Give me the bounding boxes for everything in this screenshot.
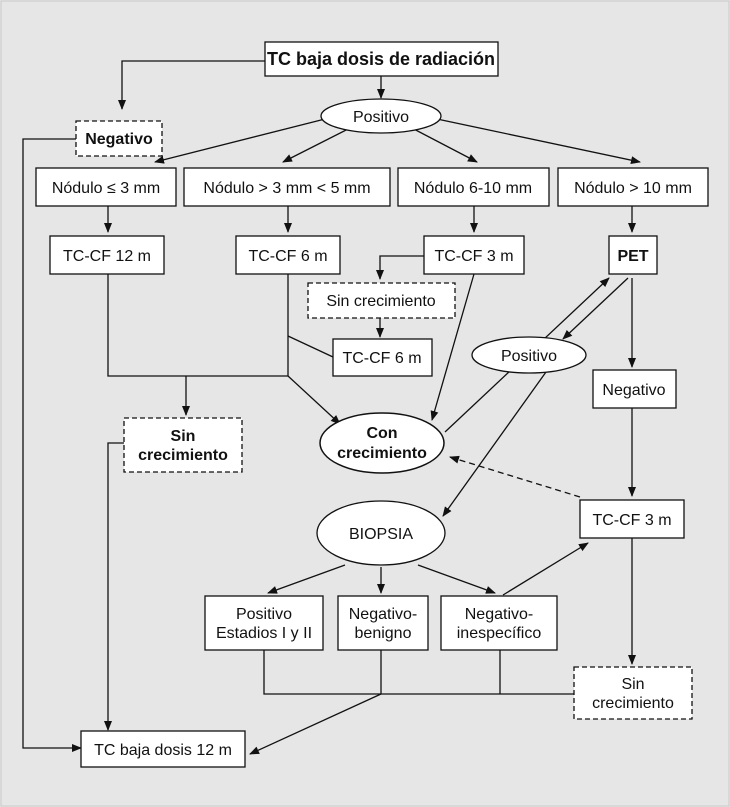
node-tccf-6: TC-CF 6 m	[235, 235, 341, 275]
node-positivo-estadios-line1: Positivo	[236, 606, 292, 623]
node-pet-label: PET	[617, 248, 648, 265]
node-positivo-estadios: Positivo Estadios I y II	[204, 595, 324, 651]
node-tc-baja-dosis-12-label: TC baja dosis 12 m	[94, 742, 232, 759]
node-tccf-12-label: TC-CF 12 m	[63, 248, 151, 265]
arrow-positivo-to-nodulo35	[282, 126, 353, 163]
node-negativo-benigno: Negativo- benigno	[337, 595, 429, 651]
node-tccf-3-b: TC-CF 3 m	[579, 499, 685, 539]
node-tc-baja-dosis-12: TC baja dosis 12 m	[80, 730, 246, 768]
arrow-negativo-to-tc12	[22, 138, 82, 752]
node-positivo-estadios-line2: Estadios I y II	[216, 625, 312, 642]
node-sin-crecimiento-mid-label: Sin crecimiento	[326, 293, 435, 310]
node-sin-crecimiento-left: Sin crecimiento	[123, 417, 243, 473]
node-tccf-6-b-label: TC-CF 6 m	[342, 350, 421, 367]
node-con-crecimiento: Con crecimiento	[319, 412, 445, 474]
node-pet: PET	[608, 235, 658, 275]
node-biopsia: BIOPSIA	[316, 500, 446, 566]
arrow-biopsia-to-neg-inesp	[417, 564, 496, 594]
node-con-crecimiento-line1: Con	[366, 425, 397, 442]
node-positivo-top: Positivo	[320, 98, 442, 134]
arrow-tccf3b-to-concrec-dashed	[449, 455, 581, 498]
line-tccf12-merge	[107, 274, 288, 377]
arrow-tccf3-to-concrec	[430, 273, 475, 421]
node-sin-crecimiento-left-line1: Sin	[171, 428, 196, 445]
node-tccf-3-a: TC-CF 3 m	[423, 235, 525, 275]
node-tccf-3-a-label: TC-CF 3 m	[434, 248, 513, 265]
node-nodulo-3: Nódulo ≤ 3 mm	[35, 167, 177, 207]
arrow-positivo-to-nodulo610	[409, 126, 478, 163]
node-sin-crecimiento-left-line2: crecimiento	[138, 447, 228, 464]
arrow-top-to-negativo	[118, 60, 265, 110]
node-nodulo-3-5: Nódulo > 3 mm < 5 mm	[183, 167, 391, 207]
node-tc-baja-dosis: TC baja dosis de radiación	[264, 41, 499, 77]
node-negativo-pet: Negativo	[592, 369, 677, 409]
node-positivo-pet: Positivo	[471, 336, 587, 374]
node-biopsia-label: BIOPSIA	[349, 526, 413, 543]
node-tccf-3-b-label: TC-CF 3 m	[592, 512, 671, 529]
node-negativo-benigno-line1: Negativo-	[349, 606, 417, 623]
node-sin-crecimiento-mid: Sin crecimiento	[307, 282, 456, 319]
arrow-pet-to-positivo	[562, 277, 629, 340]
line-bottom-merge	[263, 650, 574, 695]
node-sin-crecimiento-right: Sin crecimiento	[573, 666, 693, 720]
node-tc-baja-dosis-label: TC baja dosis de radiación	[267, 49, 495, 69]
node-negativo-inespecifico-line2: inespecífico	[457, 625, 542, 642]
node-negativo-top-label: Negativo	[85, 131, 153, 148]
node-negativo-inespecifico-line1: Negativo-	[465, 606, 533, 623]
arrow-tccf3-to-sincrec	[376, 255, 424, 280]
connectors	[22, 60, 641, 755]
arrow-positivo-to-nodulo3	[154, 118, 326, 164]
node-nodulo-3-5-label: Nódulo > 3 mm < 5 mm	[203, 180, 370, 197]
node-nodulo-3-label: Nódulo ≤ 3 mm	[52, 180, 160, 197]
node-sin-crecimiento-right-line2: crecimiento	[592, 695, 674, 712]
node-negativo-pet-label: Negativo	[602, 382, 665, 399]
arrow-positivo-to-biopsia	[442, 371, 547, 517]
arrow-merge-to-tc12	[249, 693, 382, 755]
node-positivo-pet-label: Positivo	[501, 348, 557, 365]
node-tccf-6-b: TC-CF 6 m	[332, 338, 433, 377]
arrow-merge-to-concrec	[287, 375, 341, 425]
node-tccf-6-label: TC-CF 6 m	[248, 248, 327, 265]
arrow-sincrec-left-to-tc12	[104, 442, 124, 731]
node-negativo-benigno-line2: benigno	[355, 625, 412, 642]
node-sin-crecimiento-right-line1: Sin	[621, 676, 644, 693]
node-positivo-top-label: Positivo	[353, 109, 409, 126]
node-negativo-top: Negativo	[75, 120, 163, 157]
node-nodulo-6-10: Nódulo 6-10 mm	[397, 167, 550, 207]
node-nodulo-10: Nódulo > 10 mm	[557, 167, 709, 207]
arrow-positivo-to-nodulo10	[436, 118, 641, 165]
arrow-biopsia-to-positivo-est	[267, 564, 346, 594]
node-nodulo-6-10-label: Nódulo 6-10 mm	[414, 180, 532, 197]
line-tccf6-to-tccf6b	[287, 335, 334, 358]
node-con-crecimiento-line2: crecimiento	[337, 445, 427, 462]
node-nodulo-10-label: Nódulo > 10 mm	[574, 180, 692, 197]
node-negativo-inespecifico: Negativo- inespecífico	[440, 595, 558, 651]
arrow-neginesp-to-tccf3b	[502, 542, 589, 596]
node-tccf-12: TC-CF 12 m	[49, 235, 165, 275]
